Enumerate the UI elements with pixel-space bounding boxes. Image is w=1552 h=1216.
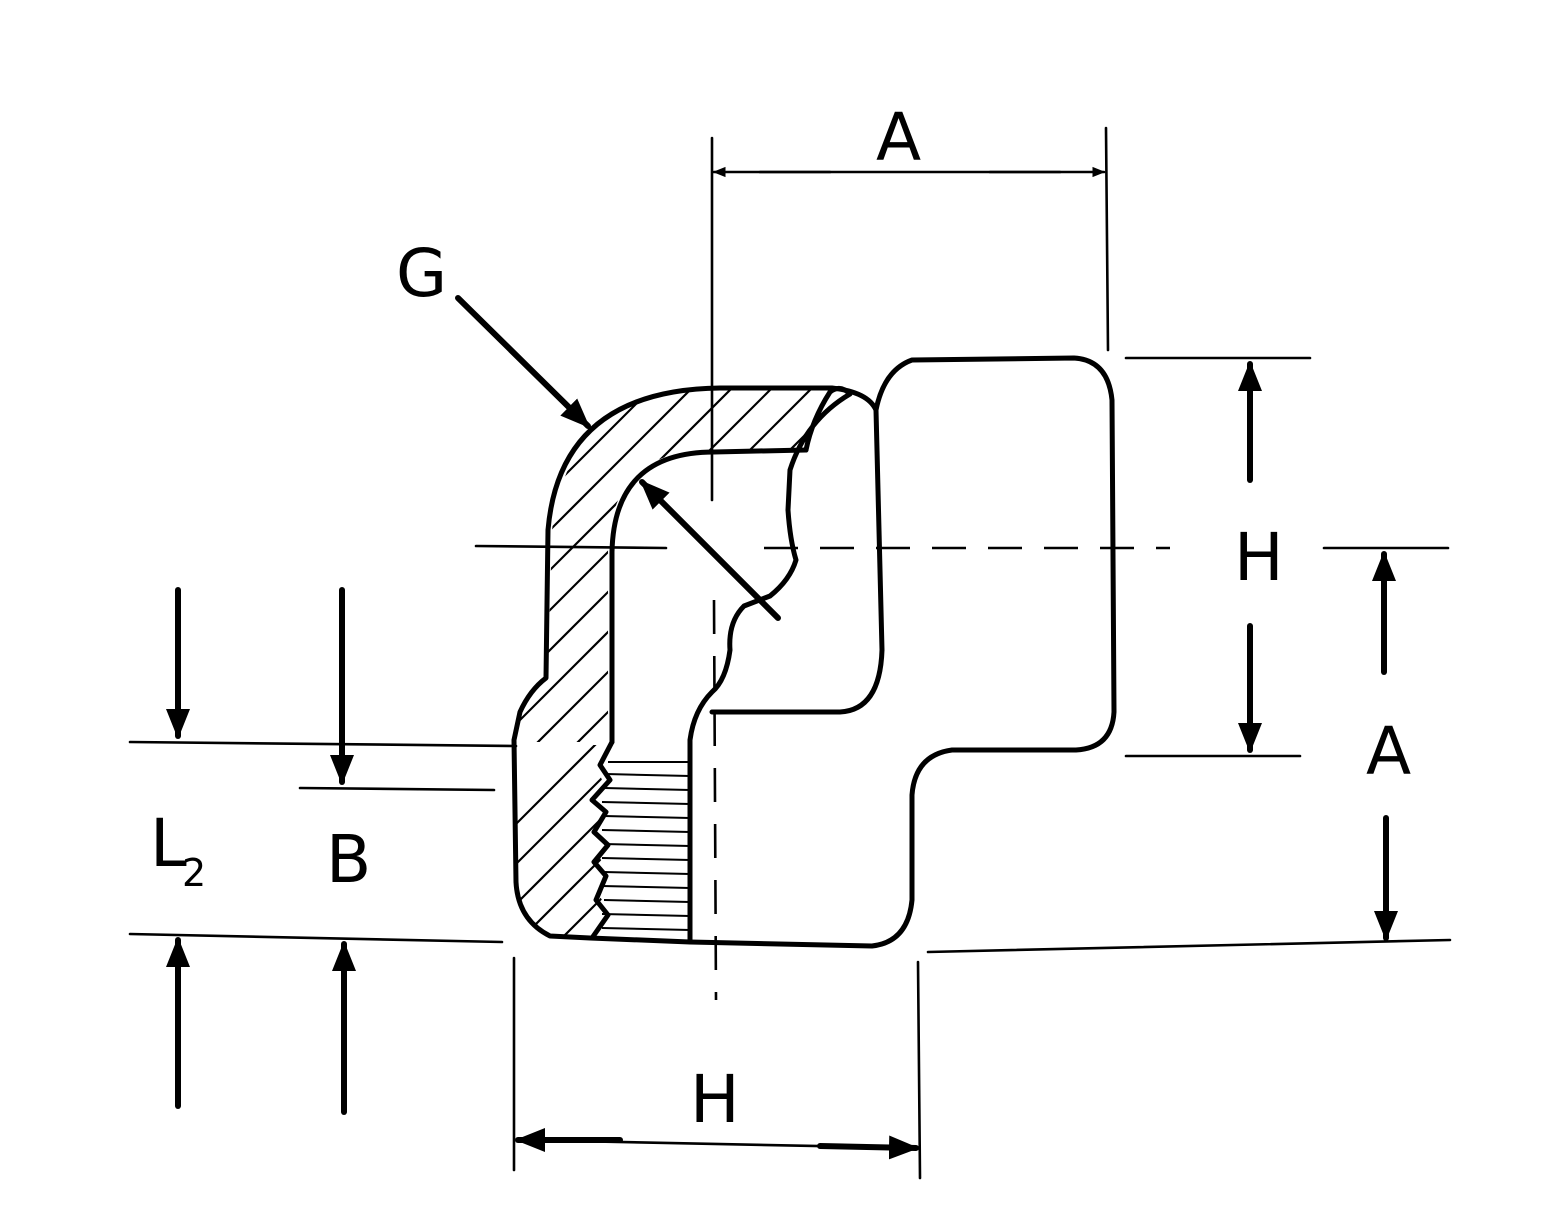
thread-profile [589,739,691,941]
label-h-right: H [1234,519,1284,596]
label-l2-subscript: 2 [182,851,206,895]
section-hatching-upper [518,387,830,742]
g-leader-arrow [455,295,591,429]
label-a-right: A [1366,713,1411,790]
extension-lines [128,126,1452,1180]
centerlines [474,136,1170,1001]
elbow-body-outline [511,355,1117,949]
radius-leader-arrow [639,479,781,621]
label-g: G [396,235,447,312]
dimension-labels: A G H A B L 2 H [150,99,1411,1138]
dimension-arrows [166,166,1398,1160]
label-a-top: A [876,99,921,176]
label-b: B [326,821,371,898]
label-h-bottom: H [690,1061,740,1138]
label-l2: L [150,805,187,882]
